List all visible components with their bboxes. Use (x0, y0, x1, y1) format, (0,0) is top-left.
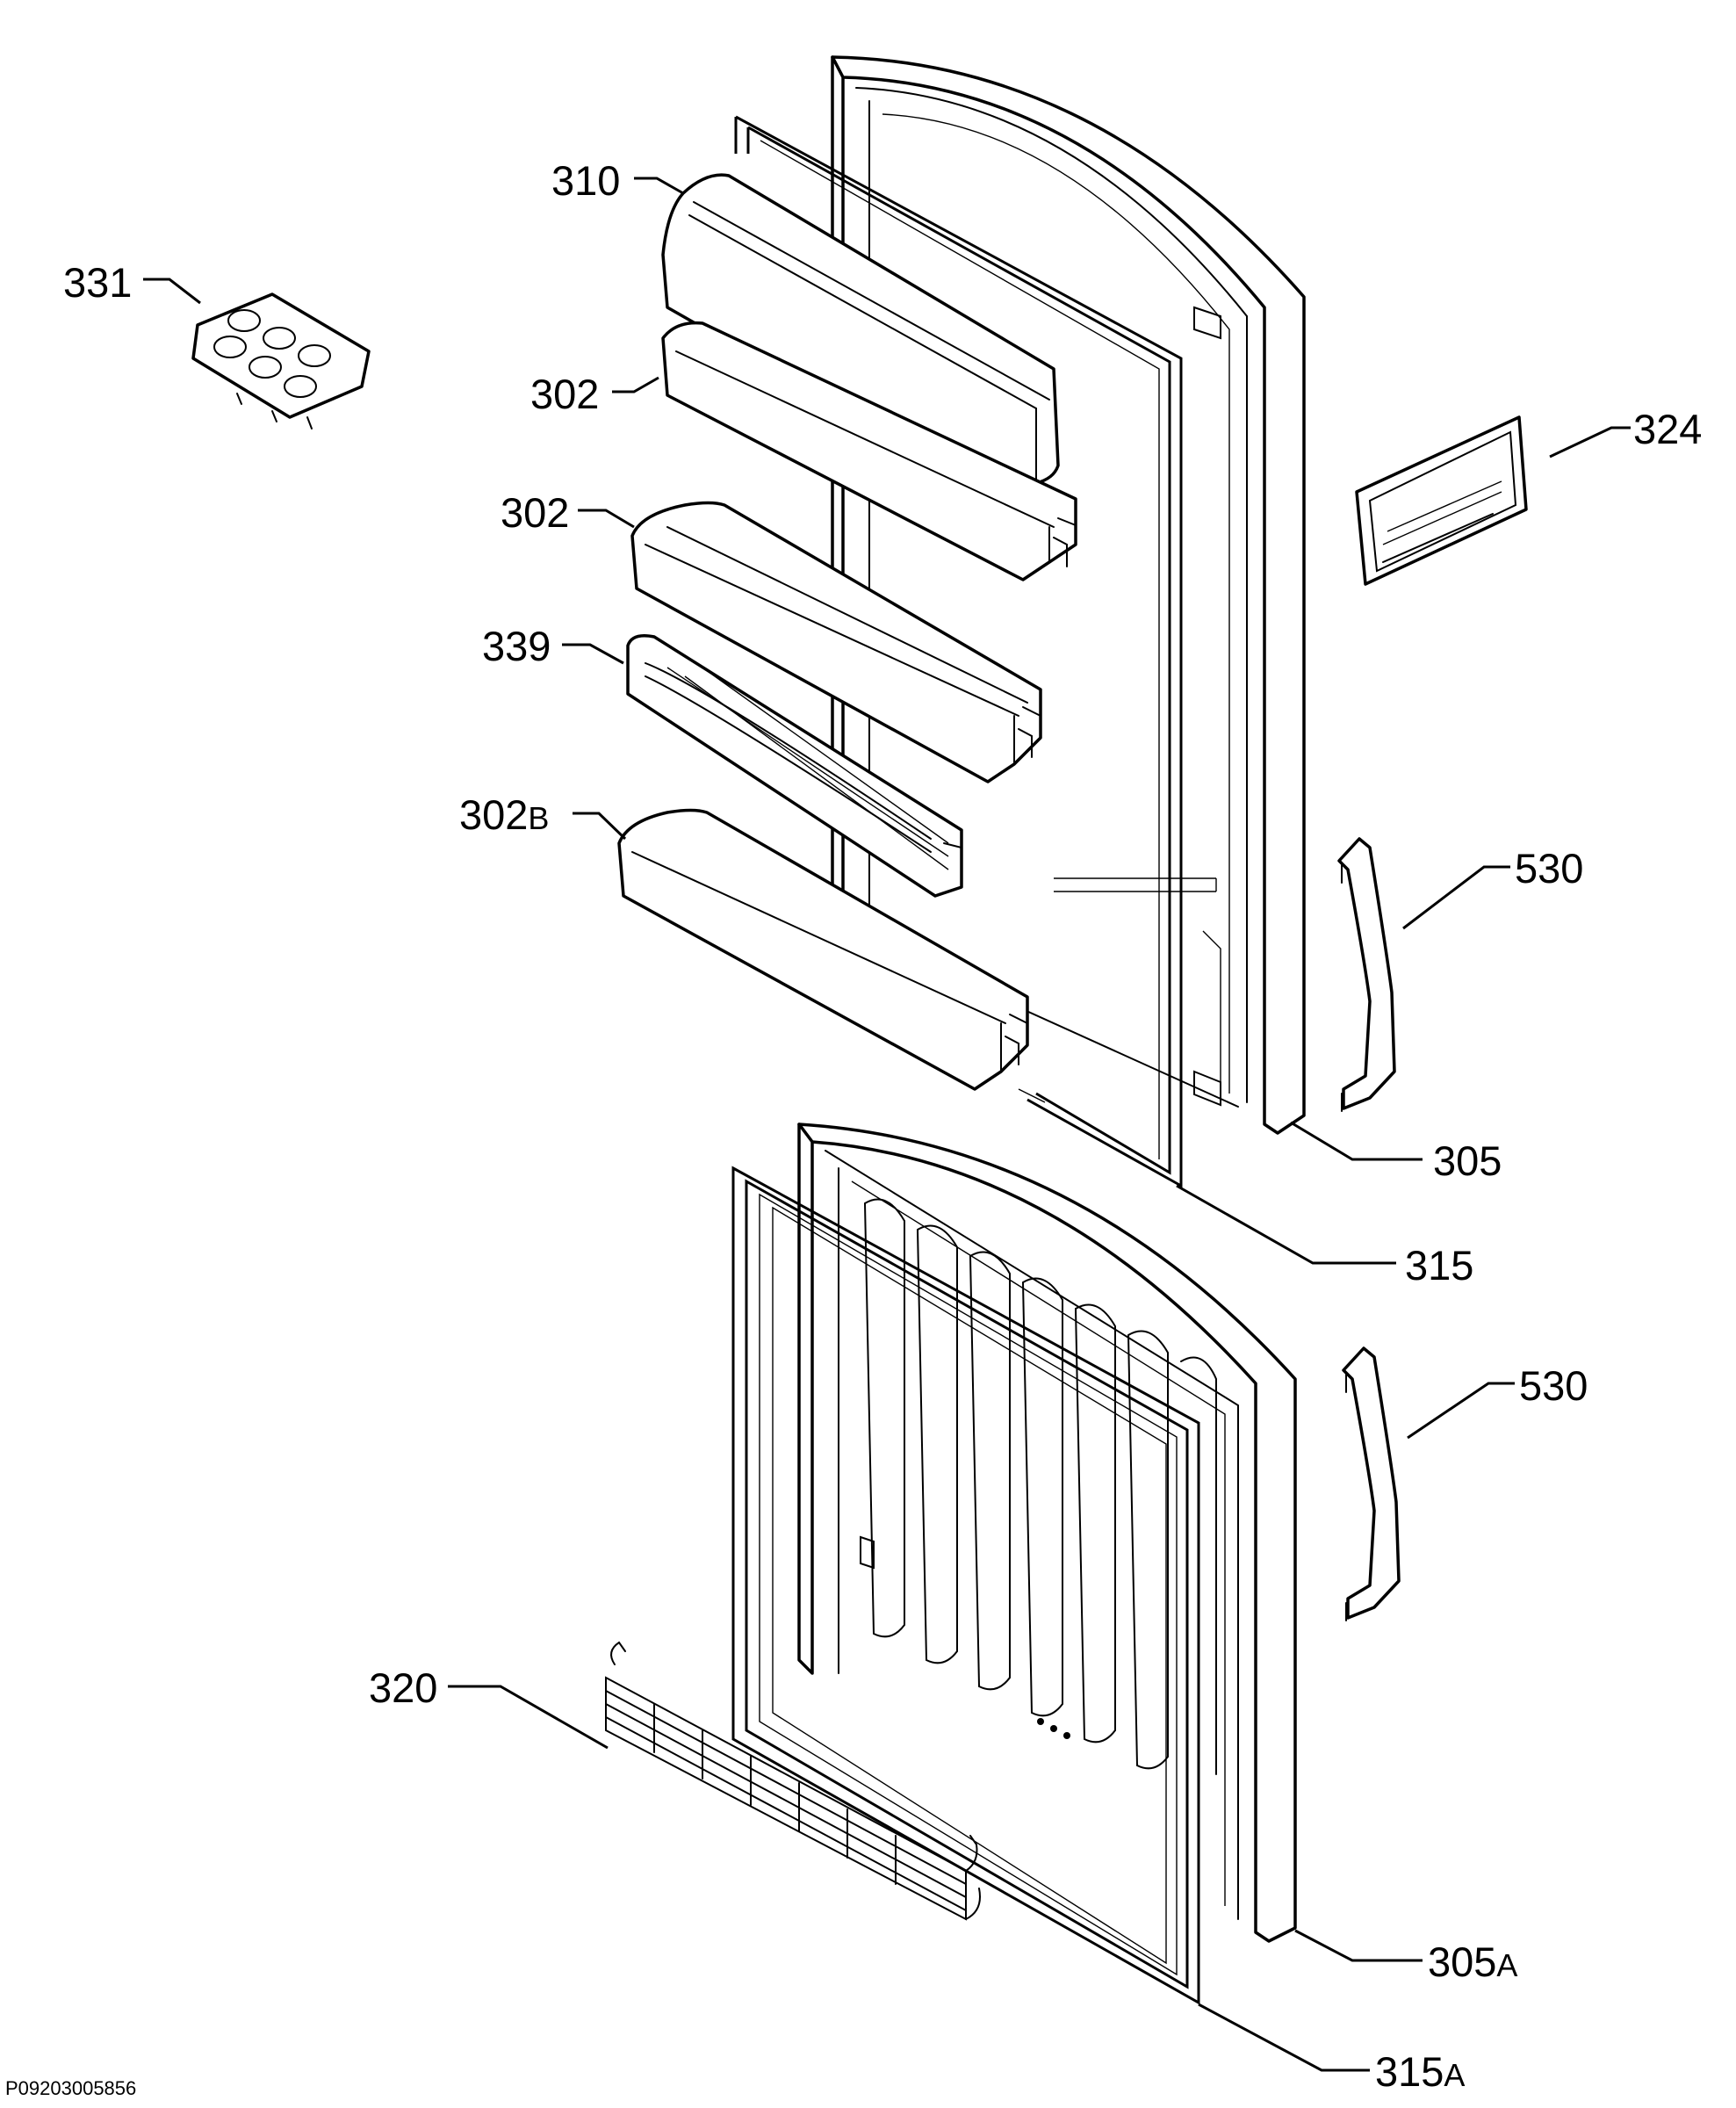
callout-331: 331 (63, 259, 132, 306)
callout-315: 315 (1405, 1242, 1473, 1289)
callout-302b: 302B (459, 791, 549, 838)
door-shelf-302b (617, 808, 1029, 1091)
callout-530-upper: 530 (1515, 845, 1583, 892)
callout-530-lower: 530 (1519, 1362, 1588, 1409)
callout-310: 310 (551, 157, 620, 204)
callout-302b-suffix: B (528, 800, 549, 836)
callout-305a: 305A (1428, 1938, 1517, 1985)
callout-339: 339 (482, 623, 551, 669)
callout-320: 320 (369, 1664, 437, 1711)
freezer-door-305a (797, 1123, 1297, 1943)
leader-lines (143, 177, 1631, 2072)
callout-302-top: 302 (530, 371, 599, 417)
door-shelf-302-middle (630, 501, 1042, 783)
callout-305: 305 (1433, 1137, 1502, 1184)
callout-315a-suffix: A (1444, 2057, 1465, 2093)
callout-315a: 315A (1375, 2048, 1465, 2095)
door-shelf-302-top (661, 321, 1077, 581)
callout-305a-suffix: A (1496, 1947, 1517, 1983)
freezer-door-gasket-315a (731, 1166, 1200, 2005)
fridge-door-gasket-315 (734, 115, 1183, 1188)
callout-315a-number: 315 (1375, 2048, 1444, 2095)
callout-324: 324 (1633, 406, 1702, 452)
control-panel-324 (1355, 415, 1528, 586)
shelf-cover-339 (626, 634, 963, 898)
door-handle-530-upper (1337, 837, 1396, 1112)
door-handle-530-lower (1342, 1346, 1401, 1621)
callout-302b-number: 302 (459, 791, 528, 838)
drawing-number: P09203005856 (5, 2077, 136, 2099)
egg-tray-331 (191, 292, 371, 430)
callout-305a-number: 305 (1428, 1938, 1496, 1985)
butter-compartment-lid-310 (661, 173, 1060, 489)
callout-302-middle: 302 (501, 489, 569, 536)
wire-balcony-320 (605, 1641, 981, 1921)
